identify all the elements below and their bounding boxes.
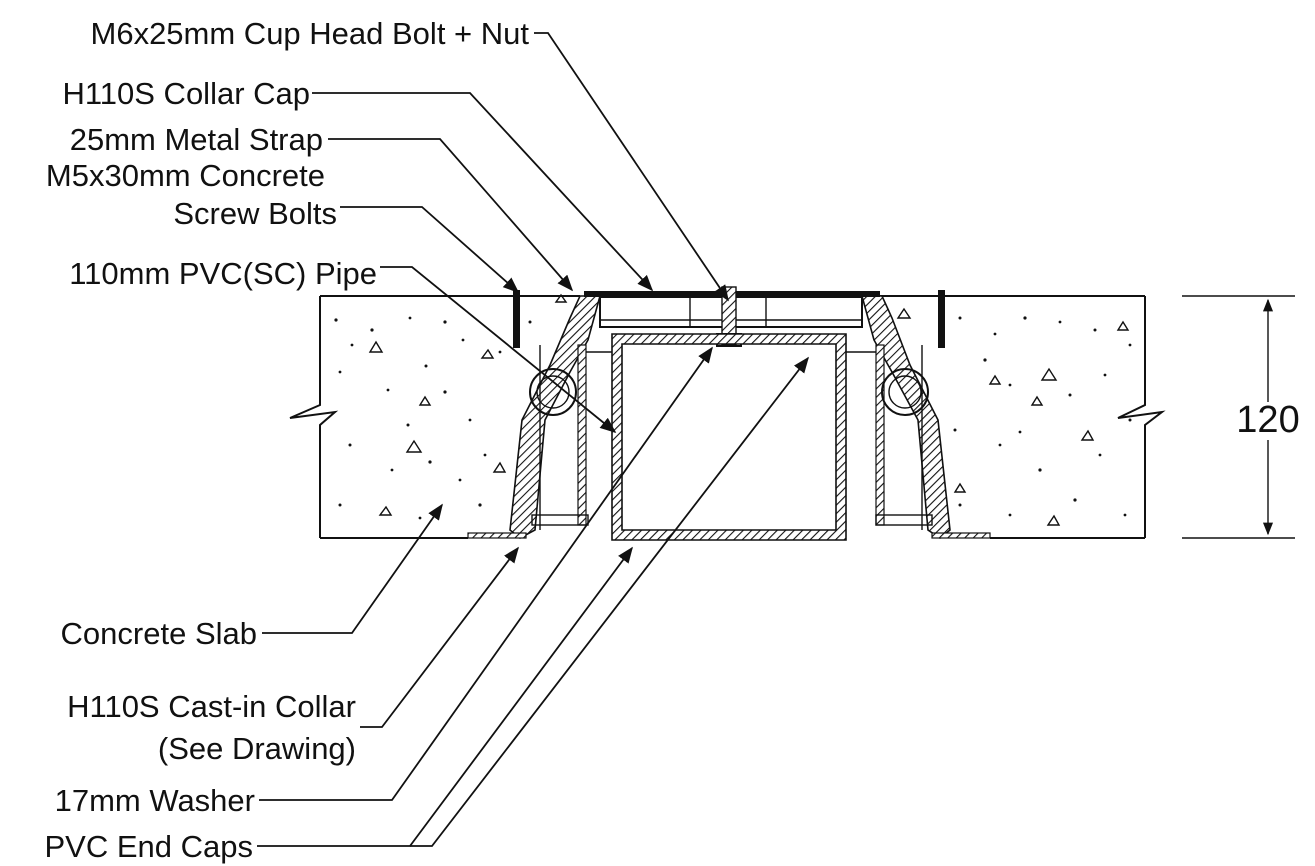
end-cap-body (611, 333, 847, 541)
leader-bolt-nut (534, 32, 729, 302)
label-cast-in-collar-line2: (See Drawing) (158, 731, 356, 766)
leader-metal-strap (328, 138, 574, 292)
label-collar-cap: H110S Collar Cap (62, 76, 310, 111)
label-washer: 17mm Washer (55, 783, 255, 818)
collar-right-wall (860, 295, 951, 539)
concrete-triangles-left (368, 293, 568, 516)
concrete-aggregate-right (953, 316, 1132, 517)
label-metal-strap: 25mm Metal Strap (70, 122, 323, 157)
pvc-pipe-left-outer (529, 368, 577, 416)
concrete-aggregate-left (334, 316, 532, 520)
collar-left-flange (467, 532, 527, 539)
collar-right-flange (931, 532, 991, 539)
leader-collar-cap (312, 92, 654, 292)
collar-left-sleeve (577, 344, 587, 526)
screw-bolt-right (938, 290, 945, 348)
washer-right (875, 514, 933, 526)
leader-end-caps-2 (410, 356, 809, 847)
label-end-caps: PVC End Caps (45, 829, 254, 864)
leader-lines (257, 32, 809, 847)
label-screw-bolts-line2: Screw Bolts (173, 196, 337, 231)
label-bolt-nut: M6x25mm Cup Head Bolt + Nut (91, 16, 530, 51)
label-concrete-slab: Concrete Slab (61, 616, 257, 651)
pvc-pipe-sections (529, 368, 929, 416)
concrete-screw-bolts (513, 290, 945, 348)
cast-in-collar (467, 295, 991, 539)
callout-labels: M6x25mm Cup Head Bolt + Nut H110S Collar… (45, 16, 530, 864)
label-cast-in-collar-line1: H110S Cast-in Collar (67, 689, 356, 724)
screw-bolt-left (513, 290, 520, 348)
pvc-pipe-right-inner (888, 375, 922, 409)
slab-thickness-dimension: 120 (1182, 295, 1300, 539)
left-break-line (289, 296, 339, 538)
dimension-120-label: 120 (1236, 399, 1299, 441)
pvc-end-cap (586, 333, 876, 541)
pvc-pipe-left-inner (536, 375, 570, 409)
label-pvc-pipe: 110mm PVC(SC) Pipe (69, 256, 377, 291)
leader-pvc-pipe (380, 266, 617, 434)
right-break-line (1117, 296, 1166, 538)
leader-cast-in-collar (360, 546, 519, 728)
leader-screw-bolts (340, 206, 520, 294)
concrete-slab (289, 293, 1166, 539)
leader-washer (259, 346, 713, 801)
label-screw-bolts-line1: M5x30mm Concrete (46, 158, 325, 193)
leader-concrete-slab (262, 503, 443, 634)
collar-right-sleeve (875, 344, 885, 526)
washer-left (531, 514, 589, 526)
pvc-pipe-right-outer (881, 368, 929, 416)
concrete-triangles-right (896, 307, 1130, 526)
